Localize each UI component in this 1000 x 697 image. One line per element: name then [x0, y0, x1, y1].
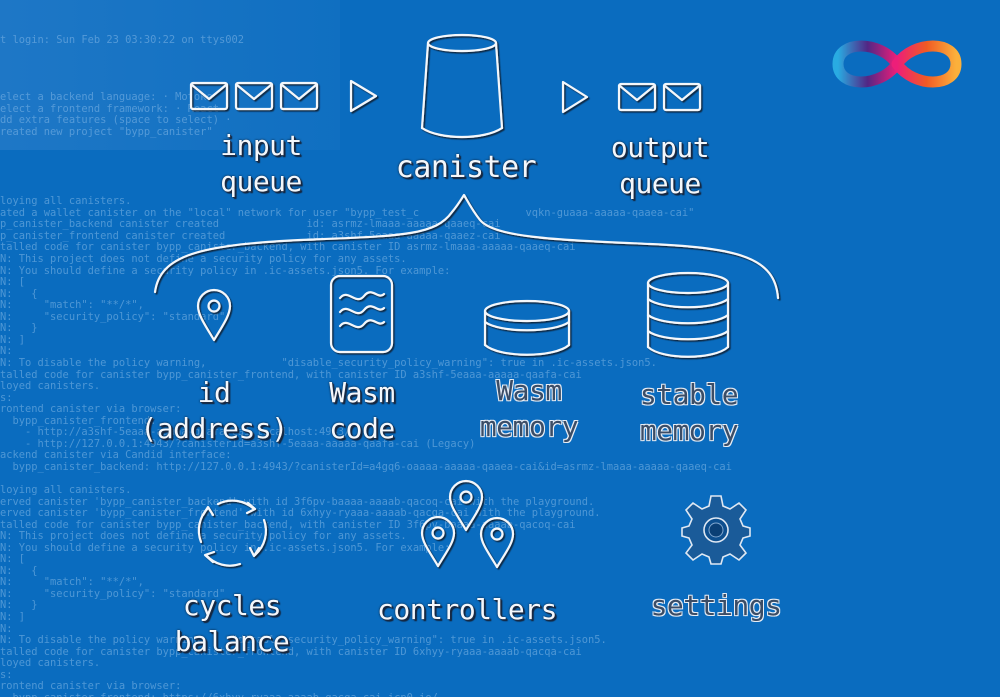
label-output-queue-line-1: output: [610, 131, 710, 164]
play-triangle-icon-in: [349, 79, 378, 113]
cycle-arrows-icon: [197, 499, 267, 567]
output-envelope-icon-2: [662, 82, 702, 112]
terminal-line: N: {: [0, 564, 38, 577]
terminal-line: N: To disable the policy warning, "disab…: [0, 634, 607, 647]
terminal-line: bypp_canister_frontend: https://6xhyy-ry…: [0, 692, 1000, 697]
terminal-line: N: ]: [0, 333, 26, 346]
terminal-line: talled code for canister bypp_canister_f…: [0, 645, 582, 658]
terminal-line: N: This project does not define a securi…: [0, 253, 407, 266]
label-input-queue: input queue: [220, 128, 302, 200]
terminal-line: N: You should define a security policy i…: [0, 264, 451, 277]
label-input-queue-line-2: queue: [220, 165, 302, 198]
terminal-line: talled code for canister bypp_canister_f…: [0, 368, 582, 381]
curly-brace: [153, 193, 780, 300]
terminal-line: ated a wallet canister on the "local" ne…: [0, 206, 695, 219]
input-envelope-icon-2: [234, 81, 274, 111]
label-stable-memory-line-2: memory: [639, 414, 739, 447]
terminal-line: p_canister_backend canister created id: …: [0, 218, 501, 231]
terminal-line: N: }: [0, 322, 38, 335]
cylinder-disk-icon: [483, 299, 571, 356]
terminal-line: N: ]: [0, 610, 26, 623]
terminal-line: loying all canisters.: [0, 195, 132, 208]
terminal-line: N: [: [0, 276, 26, 289]
label-input-queue-line-1: input: [220, 129, 302, 162]
terminal-line: N: [: [0, 553, 26, 566]
multi-pin-icon: [420, 479, 515, 569]
terminal-line: p_canister_frontend canister created id:…: [0, 229, 501, 242]
terminal-line: N: }: [0, 599, 38, 612]
terminal-line: rontend canister via browser:: [0, 403, 182, 416]
terminal-blur-overlay: [0, 0, 340, 150]
label-id-line-2: (address): [140, 412, 288, 445]
label-wasm-memory-line-1: Wasm: [496, 374, 562, 407]
terminal-line: N: "security_policy": "standard": [0, 587, 226, 600]
output-envelope-icon-1: [617, 82, 657, 112]
terminal-line: dd extra features (space to select) ·: [0, 115, 1000, 127]
canister-cup-icon: [420, 33, 504, 139]
terminal-line: bypp_canister_frontend:: [0, 414, 157, 427]
terminal-line: elect a backend language: · Motoko: [0, 92, 1000, 104]
database-stack-icon: [646, 271, 730, 358]
label-settings: settings: [650, 589, 782, 622]
label-stable-memory: stable memory: [639, 377, 739, 449]
label-wasm-code-line-2: code: [329, 412, 395, 445]
terminal-line: N: This project does not define a securi…: [0, 530, 407, 543]
terminal-line: s:: [0, 668, 13, 681]
label-output-queue-line-2: queue: [619, 167, 701, 200]
label-cycles-line-1: cycles: [182, 589, 282, 622]
map-pin-icon: [196, 288, 232, 342]
terminal-lines: t login: Sun Feb 23 03:30:22 on ttys002 e…: [0, 34, 1000, 697]
terminal-line: loying all canisters.: [0, 483, 132, 496]
input-envelope-icon-3: [279, 81, 319, 111]
terminal-line: N:: [0, 622, 13, 635]
label-wasm-memory: Wasm memory: [479, 373, 579, 445]
terminal-line: - http://127.0.0.1:4943/?canisterId=a3sh…: [0, 437, 476, 450]
label-wasm-code: Wasm code: [329, 375, 395, 447]
label-cycles-balance: cycles balance: [175, 588, 290, 660]
terminal-line: N: "match": "**/*",: [0, 299, 144, 312]
terminal-line: t login: Sun Feb 23 03:30:22 on ttys002: [0, 34, 1000, 47]
terminal-line: N:: [0, 345, 13, 358]
label-id-address: id (address): [140, 375, 288, 447]
label-controllers: controllers: [377, 593, 557, 626]
wave-document-icon: [329, 274, 394, 354]
terminal-line: ackend canister via Candid interface:: [0, 449, 232, 462]
terminal-line: erved canister 'bypp_canister_frontend' …: [0, 507, 601, 520]
terminal-line: rontend canister via browser:: [0, 680, 182, 693]
infinity-logo-icon: [832, 40, 962, 88]
input-envelope-icon-1: [189, 81, 229, 111]
label-cycles-line-2: balance: [174, 625, 290, 658]
label-stable-memory-line-1: stable: [639, 378, 739, 411]
terminal-line: reated new project "bypp_canister": [0, 126, 1000, 139]
label-wasm-memory-line-2: memory: [479, 410, 579, 443]
label-wasm-code-line-1: Wasm: [329, 376, 395, 409]
terminal-line: bypp_canister_backend: http://127.0.0.1:…: [0, 460, 732, 473]
play-triangle-icon-out: [561, 80, 589, 114]
terminal-line: N: {: [0, 287, 38, 300]
label-output-queue: output queue: [610, 130, 710, 202]
terminal-line: N: "security_policy": "standard": [0, 310, 226, 323]
label-id-line-1: id: [197, 376, 231, 409]
terminal-line: talled code for canister bypp_canister_b…: [0, 518, 576, 531]
gear-icon: [681, 495, 751, 565]
terminal-line: N: To disable the policy warning, "disab…: [0, 356, 657, 369]
terminal-line: N: "match": "**/*",: [0, 576, 144, 589]
label-canister: canister: [395, 150, 537, 185]
terminal-line: s:: [0, 391, 13, 404]
terminal-line: loyed canisters.: [0, 657, 101, 670]
terminal-line: - http://a3shf-5eaaa-aaaaa-qaafa-cai.loc…: [0, 426, 351, 439]
terminal-line: loyed canisters.: [0, 380, 101, 393]
